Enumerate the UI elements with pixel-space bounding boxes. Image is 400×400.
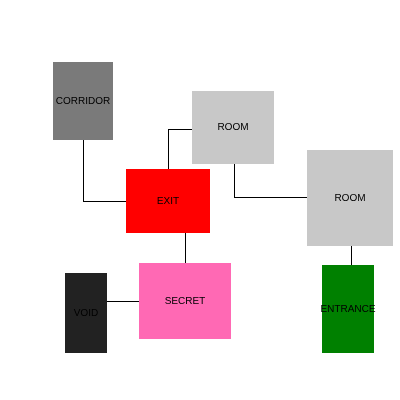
room-secret-label: SECRET <box>164 295 206 307</box>
connector-room-top-room-right-horizontal <box>234 197 307 198</box>
room-void: VOID <box>65 273 107 353</box>
connector-room-right-entrance <box>351 246 352 265</box>
room-exit: EXIT <box>126 169 210 233</box>
room-room-right-label: ROOM <box>334 192 366 204</box>
connector-room-top-room-right-vertical <box>234 164 235 198</box>
room-corridor-label: CORRIDOR <box>55 95 111 107</box>
room-secret: SECRET <box>139 263 231 339</box>
room-entrance-label: ENTRANCE <box>320 303 376 315</box>
connector-void-secret <box>107 301 139 302</box>
connector-exit-secret <box>185 233 186 263</box>
room-room-top-label: ROOM <box>217 122 249 133</box>
room-corridor: CORRIDOR <box>53 62 113 140</box>
room-void-label: VOID <box>73 307 99 319</box>
room-exit-label: EXIT <box>156 195 180 207</box>
connector-corridor-exit-vertical <box>83 140 84 202</box>
connector-exit-room-top-horizontal <box>168 129 192 130</box>
room-room-right: ROOM <box>307 150 393 246</box>
connector-corridor-exit-horizontal <box>83 201 126 202</box>
connector-exit-room-top-vertical <box>168 129 169 169</box>
room-entrance: ENTRANCE <box>320 265 376 353</box>
room-room-top: ROOM <box>192 91 274 164</box>
